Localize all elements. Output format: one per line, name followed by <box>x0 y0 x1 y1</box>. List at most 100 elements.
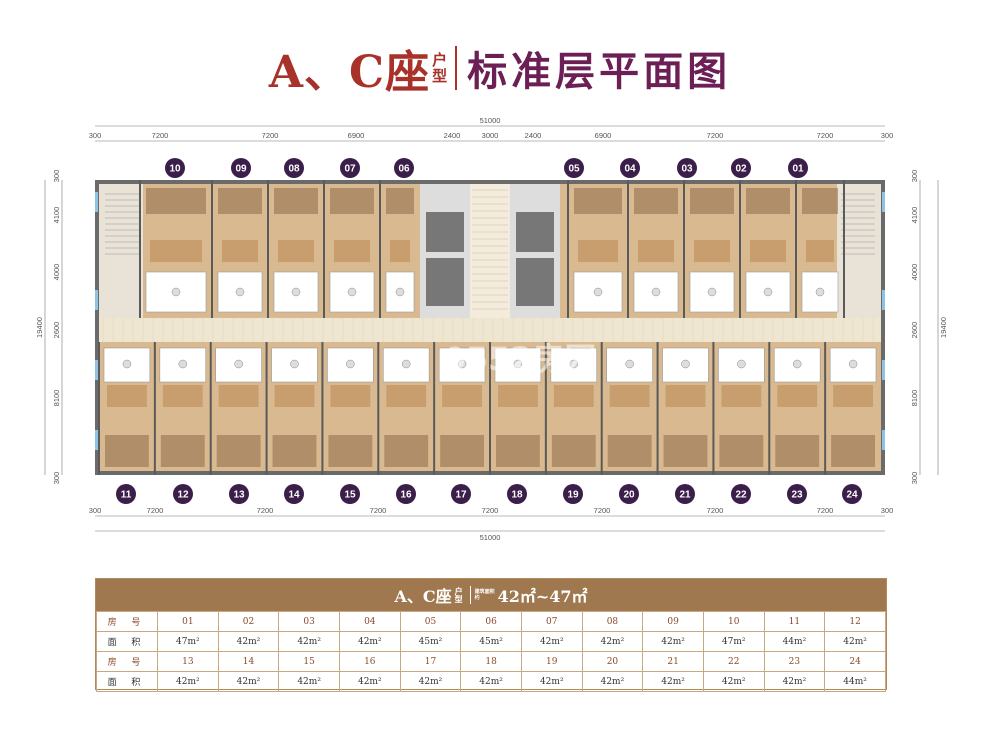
room-marker <box>116 484 136 504</box>
unit-sofa <box>578 240 618 262</box>
room-marker <box>564 158 584 178</box>
unit-toilet <box>346 359 355 369</box>
summary-heading-range: 42㎡~47㎡ <box>497 587 588 606</box>
room-number-cell: 01 <box>157 611 219 632</box>
summary-small-top: 建筑面积 <box>474 589 495 595</box>
room-number: 24 <box>846 490 858 501</box>
area-cell: 42m² <box>217 631 280 652</box>
dim-top-segment: 7200 <box>707 131 724 140</box>
room-number: 10 <box>169 164 181 175</box>
dim-bottom-segment: 7200 <box>594 506 611 515</box>
room-number-cell: 12 <box>824 611 886 632</box>
unit-sofa <box>694 240 730 262</box>
room-number-cell: 08 <box>581 611 644 632</box>
summary-heading-main: A、C座 <box>394 587 452 606</box>
summary-heading-small: 建筑面积 约 <box>475 589 495 601</box>
dim-left-total: 19400 <box>35 317 44 338</box>
unit-bed <box>440 435 484 467</box>
unit-toilet <box>737 359 746 369</box>
unit-toilet <box>625 359 634 369</box>
dim-left-segment: 2600 <box>52 322 61 339</box>
room-marker <box>231 158 251 178</box>
room-number-cell: 21 <box>642 651 704 672</box>
unit-toilet <box>763 287 773 297</box>
summary-sub-top: 户 <box>454 586 463 596</box>
room-number: 12 <box>177 490 189 501</box>
unit-toilet <box>178 359 188 369</box>
unit-bed <box>551 435 596 467</box>
room-number: 09 <box>235 164 247 175</box>
room-marker <box>842 484 862 504</box>
window <box>882 360 885 380</box>
room-number-cell: 16 <box>338 651 401 672</box>
unit-sofa <box>833 385 873 407</box>
unit-sofa <box>609 385 650 407</box>
room-number-cell: 04 <box>338 611 401 632</box>
dim-top-segment: 3000 <box>482 131 499 140</box>
unit-bed <box>663 435 708 467</box>
page-title: A、C座 户 型 标准层平面图 <box>0 38 1000 98</box>
room-number: 18 <box>511 490 523 501</box>
summary-small-bottom: 约 <box>474 595 480 601</box>
unit-bed <box>775 435 820 467</box>
room-number: 13 <box>233 490 245 501</box>
room-marker <box>677 158 697 178</box>
room-number-cell: 09 <box>642 611 704 632</box>
unit-toilet <box>171 287 181 297</box>
unit-bed <box>802 188 838 214</box>
unit-sofa <box>806 240 834 262</box>
area-cell: 42m² <box>338 671 401 692</box>
dim-top-segment: 2400 <box>525 131 542 140</box>
unit-sofa <box>638 240 674 262</box>
room-number: 16 <box>400 490 412 501</box>
unit-sofa <box>777 385 818 407</box>
window <box>95 360 98 380</box>
dim-right-total: 19400 <box>939 317 948 338</box>
dim-top-total: 51000 <box>480 116 501 125</box>
dim-bottom-segment: 7200 <box>147 506 164 515</box>
room-marker <box>396 484 416 504</box>
room-number: 19 <box>567 490 579 501</box>
unit-bed <box>330 188 374 214</box>
summary-heading-sub: 户 型 <box>455 587 463 603</box>
unit-sofa <box>498 385 538 407</box>
dim-left-segment: 4100 <box>52 207 61 224</box>
dim-top-segment: 6900 <box>348 131 365 140</box>
unit-bed <box>574 188 622 214</box>
room-marker <box>173 484 193 504</box>
dim-right-segment: 300 <box>910 170 919 183</box>
unit-toilet <box>815 287 825 297</box>
unit-bed <box>634 188 678 214</box>
unit-toilet <box>457 359 467 369</box>
unit-toilet <box>593 287 603 297</box>
stair-core <box>470 184 510 318</box>
unit-toilet <box>290 359 299 369</box>
area-cell: 42m² <box>642 631 704 652</box>
room-number-cell: 07 <box>520 611 583 632</box>
room-number: 01 <box>792 164 804 175</box>
room-number-cell: 24 <box>824 651 886 672</box>
room-number-cell: 13 <box>157 651 219 672</box>
area-label: 面 积 <box>96 671 158 692</box>
dim-bottom-segment: 7200 <box>817 506 834 515</box>
area-cell: 45m² <box>399 631 462 652</box>
area-cell: 42m² <box>520 671 583 692</box>
title-separator <box>455 46 458 90</box>
room-marker <box>340 484 360 504</box>
room-marker <box>229 484 249 504</box>
unit-bed <box>746 188 790 214</box>
window <box>882 192 885 212</box>
unit-toilet <box>347 287 357 297</box>
room-marker <box>788 158 808 178</box>
room-marker <box>563 484 583 504</box>
room-number-cell: 11 <box>763 611 826 632</box>
unit-toilet <box>569 359 579 369</box>
dim-right-segment: 8100 <box>910 390 919 407</box>
unit-sofa <box>721 385 762 407</box>
area-cell: 42m² <box>763 671 826 692</box>
unit-toilet <box>235 287 245 297</box>
room-marker <box>284 158 304 178</box>
